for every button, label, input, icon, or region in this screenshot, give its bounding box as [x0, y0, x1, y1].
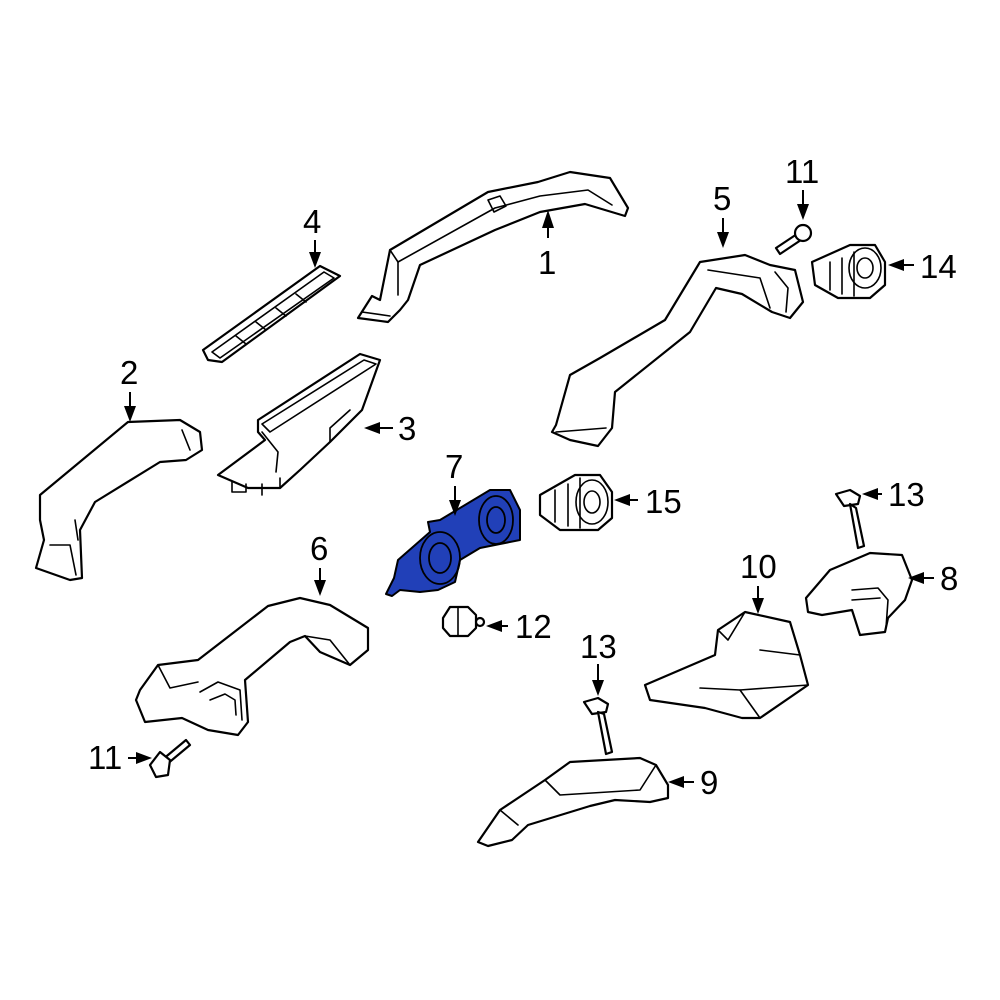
callout-13-lower: 13 [580, 628, 617, 696]
callout-label: 9 [700, 764, 718, 801]
part-11-lower-bolt [148, 738, 192, 779]
part-7-center-vent-assembly [385, 489, 521, 597]
part-10-floor-duct [643, 610, 810, 720]
callout-3: 3 [364, 410, 416, 447]
callout-label: 10 [740, 548, 777, 585]
callout-15: 15 [614, 483, 682, 520]
callout-label: 11 [88, 739, 122, 776]
callout-11-lower: 11 [88, 739, 152, 776]
callout-label: 12 [515, 608, 552, 645]
callout-label: 2 [120, 354, 138, 391]
part-9-duct [476, 756, 670, 848]
part-13-lower-clip [582, 696, 614, 756]
callout-10: 10 [740, 548, 777, 614]
part-15-round-vent [538, 473, 614, 532]
callout-7: 7 [445, 448, 463, 516]
callout-label: 3 [398, 410, 416, 447]
callout-label: 1 [538, 244, 556, 281]
callout-11-upper: 11 [785, 153, 819, 220]
part-1-duct [356, 170, 630, 324]
callout-8: 8 [908, 560, 958, 597]
part-14-round-vent [810, 243, 887, 300]
callout-label: 8 [940, 560, 958, 597]
callout-label: 13 [580, 628, 617, 665]
part-2-duct [34, 418, 204, 582]
part-11-upper-bolt [774, 223, 813, 256]
part-13-upper-clip [834, 488, 866, 550]
part-8-vent [804, 551, 914, 637]
callout-2: 2 [120, 354, 138, 422]
part-3-vent-housing [216, 352, 382, 496]
part-12-knob [441, 605, 486, 638]
callout-label: 4 [303, 203, 321, 240]
part-5-duct [550, 253, 805, 448]
callout-label: 14 [920, 248, 957, 285]
callout-1: 1 [538, 210, 556, 281]
callout-13-upper: 13 [862, 476, 925, 513]
part-4-vent-grille [201, 264, 342, 364]
callout-label: 7 [445, 448, 463, 485]
callout-9: 9 [668, 764, 718, 801]
callout-5: 5 [713, 180, 731, 248]
callout-14: 14 [888, 248, 957, 285]
callout-label: 5 [713, 180, 731, 217]
callout-label: 6 [310, 530, 328, 567]
callout-6: 6 [310, 530, 328, 596]
callout-label: 11 [785, 153, 819, 190]
part-6-duct [134, 596, 370, 737]
callout-label: 15 [645, 483, 682, 520]
callout-4: 4 [303, 203, 321, 268]
callout-label: 13 [888, 476, 925, 513]
callout-12: 12 [486, 608, 552, 645]
